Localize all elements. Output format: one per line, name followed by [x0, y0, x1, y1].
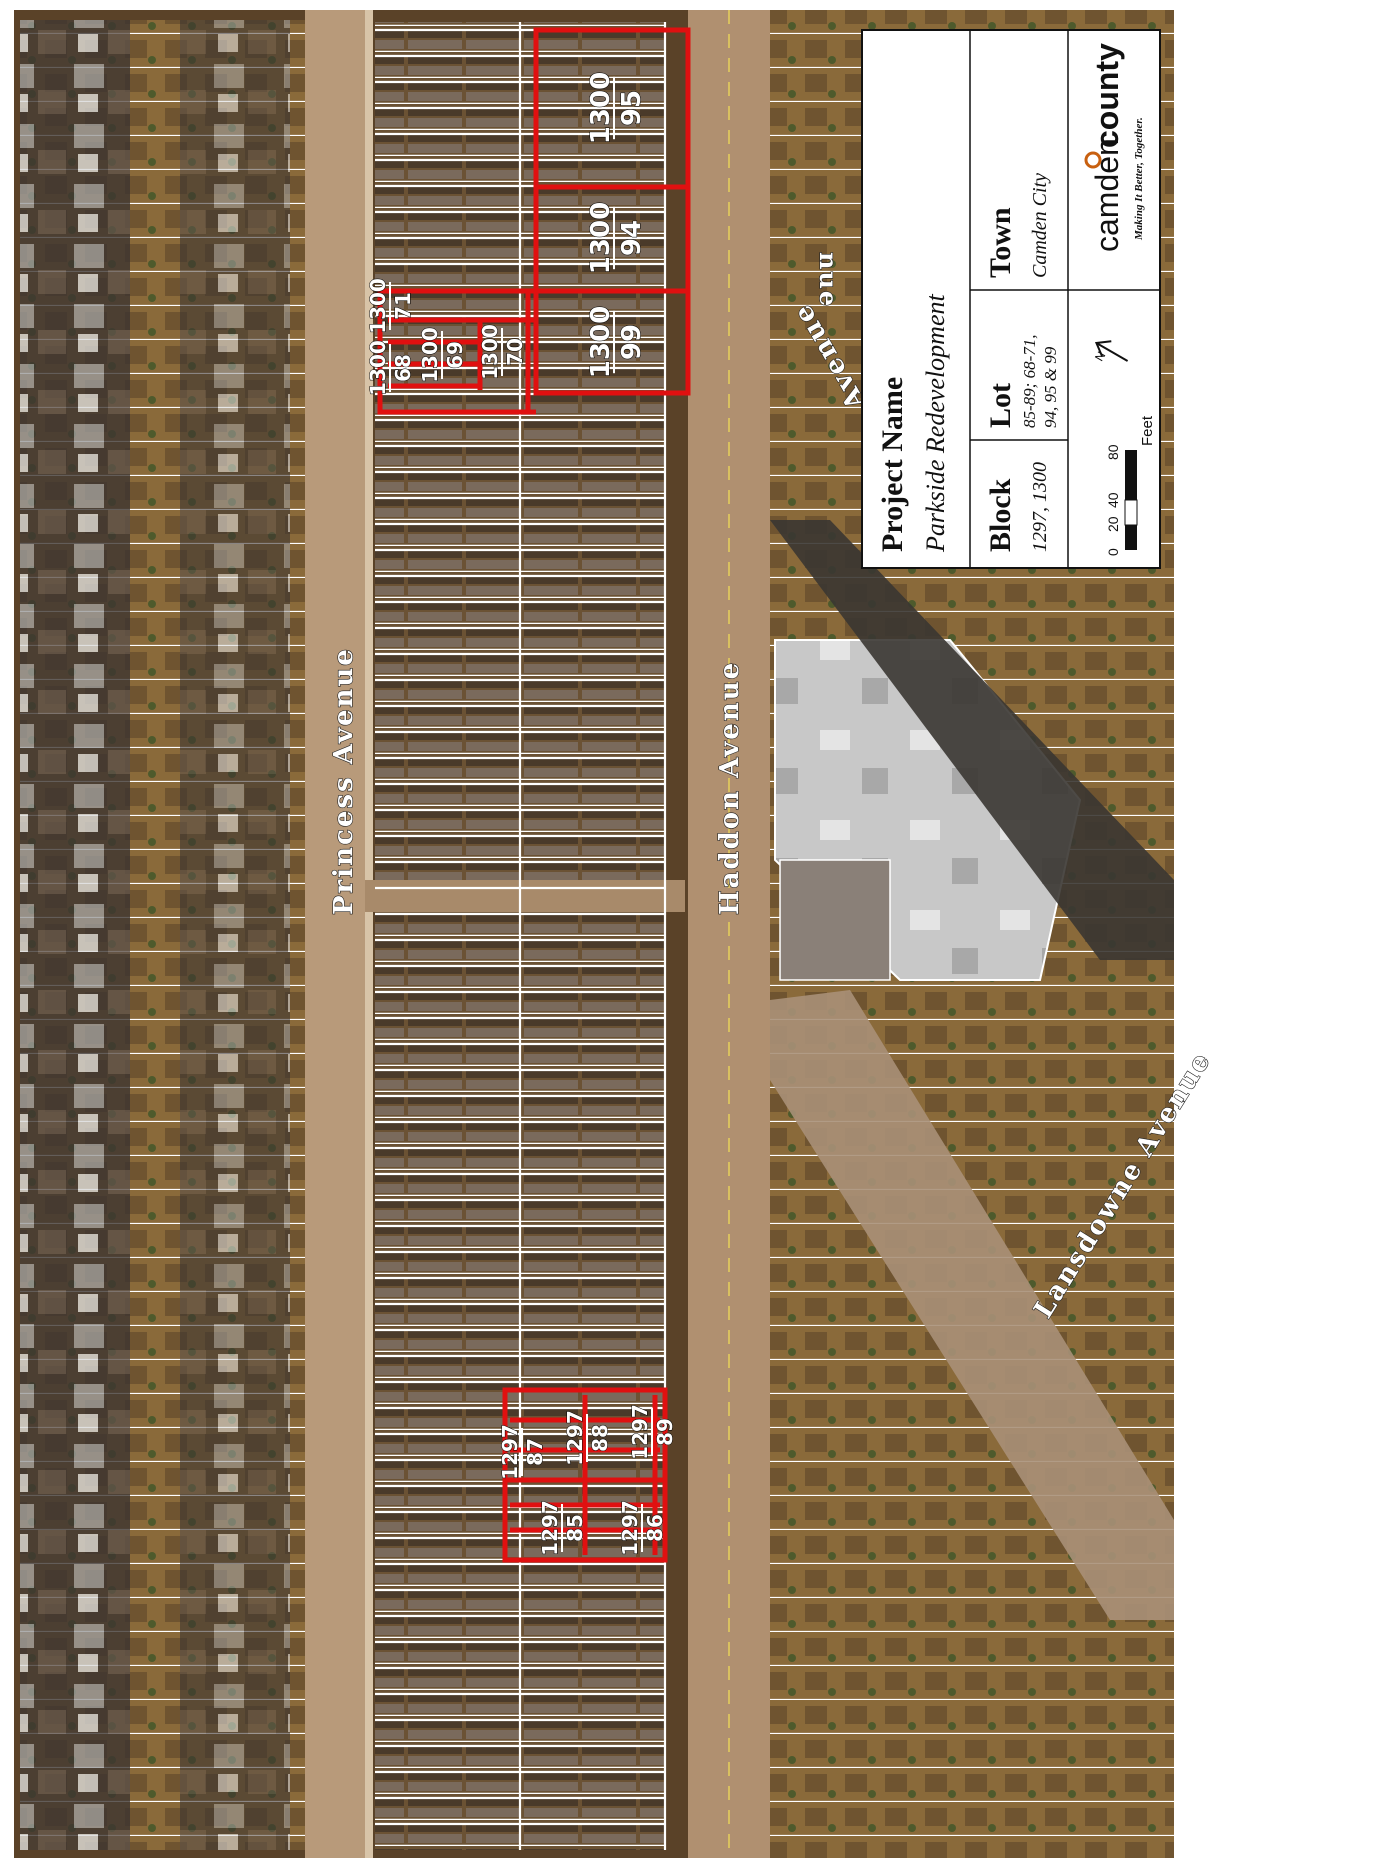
- legend-lot-value-2: 94, 95 & 99: [1041, 346, 1060, 428]
- west-roof-strip: [20, 20, 130, 1850]
- parcel-lot-number: 70: [503, 338, 527, 366]
- legend-box: Project Name Parkside Redevelopment Bloc…: [861, 29, 1161, 569]
- logo-o-mark: [1084, 151, 1102, 169]
- parcel-lot-number: 88: [588, 1424, 612, 1452]
- camden-county-logo: camden county Making It Better, Together…: [1084, 43, 1145, 252]
- parcel-lot-number: 69: [443, 341, 467, 369]
- logo-tagline: Making It Better, Together.: [1133, 117, 1145, 241]
- parcel-block-number: 1300: [586, 202, 616, 274]
- legend-project-value: Parkside Redevelopment: [921, 293, 950, 553]
- princess-avenue-label: Princess Avenue: [329, 647, 359, 915]
- cross-street: [365, 880, 685, 912]
- parcel-block-number: 1300: [478, 324, 502, 380]
- scale-tick-20: 20: [1105, 516, 1121, 532]
- scale-unit: Feet: [1139, 415, 1156, 446]
- parcel-block-number: 1300: [586, 306, 616, 378]
- scale-tick-0: 0: [1105, 548, 1121, 556]
- legend-block-value: 1297, 1300: [1029, 462, 1051, 552]
- whitman-road: [770, 520, 1174, 960]
- parking-lot: [779, 859, 891, 981]
- princess-sidewalk: [365, 10, 373, 1858]
- parcel-lot-number: 68: [391, 354, 415, 382]
- parcel-block-number: 1300: [418, 327, 442, 383]
- parcel-block-number: 1297: [498, 1424, 522, 1480]
- parcel-block-number: 1297: [628, 1404, 652, 1460]
- lansdowne-road: [770, 990, 1174, 1620]
- legend-town-label: Town: [984, 207, 1017, 278]
- logo-camden: camden: [1089, 138, 1125, 252]
- parcel-lot-number: 89: [653, 1418, 677, 1446]
- scale-bar: 0 20 40 80 Feet: [1105, 415, 1156, 556]
- parcel-block-number: 1297: [618, 1500, 642, 1556]
- highlight-block-1297: [502, 1387, 668, 1563]
- legend-lot-value-1: 85-89; 68-71,: [1020, 335, 1039, 428]
- parcel-lot-number: 95: [617, 90, 647, 126]
- parcel-lot-number: 94: [617, 220, 647, 256]
- highlight-block-1300: [377, 27, 691, 415]
- scale-tick-80: 80: [1105, 444, 1121, 460]
- legend-block-label: Block: [984, 478, 1017, 552]
- parcel-1300-99: [533, 288, 691, 396]
- parcel-block-number: 1297: [538, 1500, 562, 1556]
- parcel-lot-number: 86: [643, 1514, 667, 1542]
- west-roof-strip-2: [180, 20, 290, 1850]
- parcel-block-number: 1300: [366, 278, 390, 334]
- scale-tick-40: 40: [1105, 492, 1121, 508]
- parcel-lot-number: 87: [523, 1438, 547, 1466]
- haddon-avenue-label: Haddon Avenue: [715, 661, 745, 915]
- legend-project-label: Project Name: [876, 377, 909, 552]
- parcel-block-number: 1300: [586, 72, 616, 144]
- logo-county: county: [1089, 43, 1125, 148]
- partial-street-label: nue: [814, 252, 843, 308]
- parcel-lot-number: 71: [391, 292, 415, 320]
- parcel-lot-number: 99: [617, 324, 647, 360]
- parcel-lot-number: 85: [563, 1514, 587, 1542]
- princess-road: [305, 10, 365, 1858]
- parcel-1300-68-71: [377, 288, 536, 415]
- parcel-1297-85-89: [502, 1387, 668, 1563]
- parcel-block-number: 1297: [563, 1410, 587, 1466]
- legend-town-value: Camden City: [1029, 173, 1051, 278]
- legend-lot-label: Lot: [984, 383, 1017, 428]
- parcel-block-number: 1300: [366, 340, 390, 396]
